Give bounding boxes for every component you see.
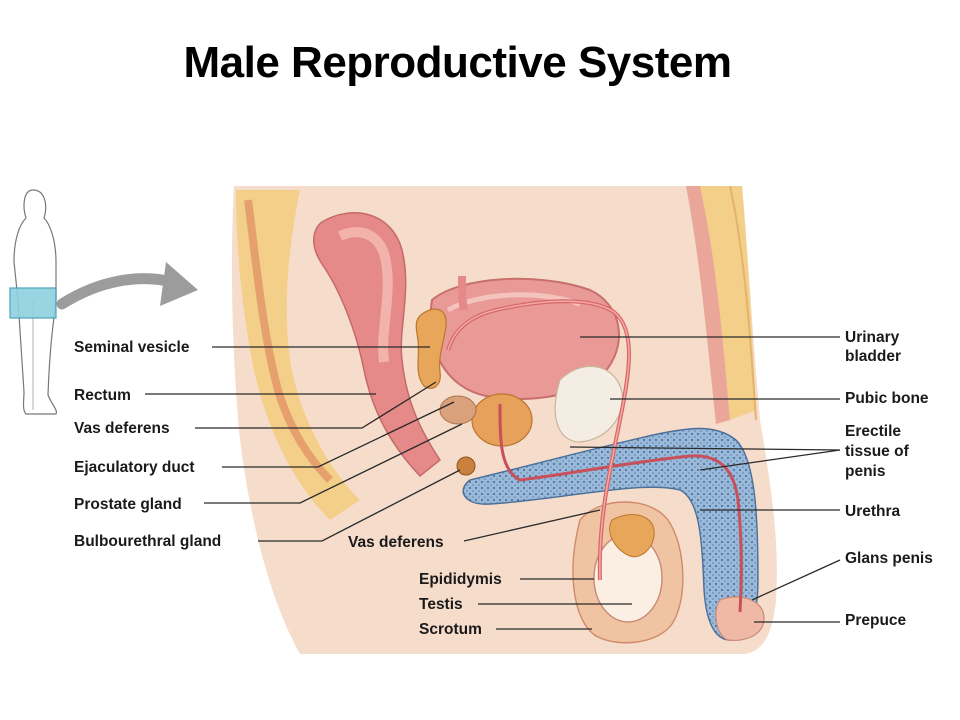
locator-box xyxy=(9,287,57,319)
label-urethra: Urethra xyxy=(845,503,901,520)
label-testis: Testis xyxy=(419,596,463,613)
label-scrotum: Scrotum xyxy=(419,621,482,638)
label-prepuce: Prepuce xyxy=(845,612,907,629)
leader-lines xyxy=(145,336,841,630)
label-rectum: Rectum xyxy=(74,387,131,404)
label-epididymis: Epididymis xyxy=(419,571,502,588)
label-pubic-bone: Pubic bone xyxy=(845,390,929,407)
arrow-icon xyxy=(56,262,198,310)
label-erectile-line2: tissue of xyxy=(845,443,910,460)
label-glans-penis: Glans penis xyxy=(845,550,933,567)
page-title: Male Reproductive System xyxy=(183,38,732,87)
label-seminal-vesicle: Seminal vesicle xyxy=(74,339,190,356)
label-erectile-line1: Erectile xyxy=(845,423,901,440)
label-prostate-gland: Prostate gland xyxy=(74,496,182,513)
anatomy-illustration xyxy=(232,185,777,654)
label-vas-deferens-bottom: Vas deferens xyxy=(348,534,444,551)
label-ejaculatory-duct: Ejaculatory duct xyxy=(74,459,195,476)
label-erectile-line3: penis xyxy=(845,463,885,480)
label-vas-deferens-left: Vas deferens xyxy=(74,420,170,437)
label-bulbourethral-gland: Bulbourethral gland xyxy=(74,533,221,550)
label-urinary-bladder-line2: bladder xyxy=(845,348,901,365)
label-urinary-bladder-line1: Urinary xyxy=(845,329,900,346)
